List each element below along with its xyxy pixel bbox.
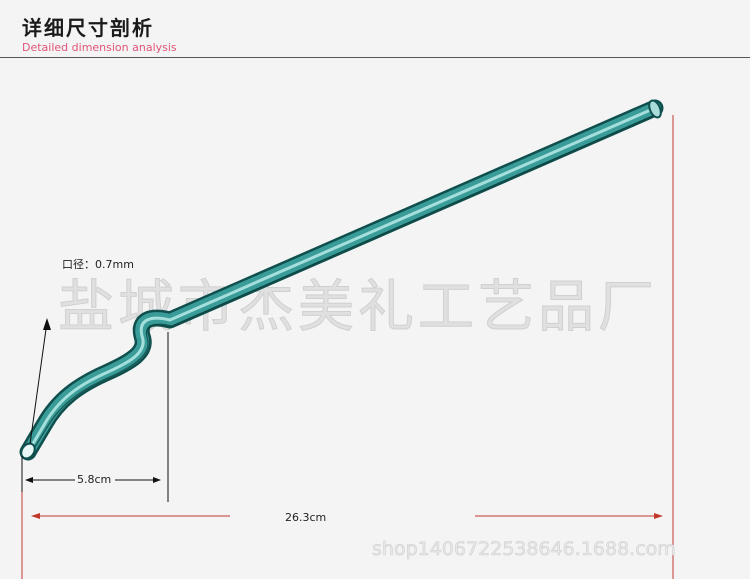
bore-diameter-label: 口径：0.7mm — [62, 258, 134, 271]
header-divider — [0, 57, 750, 58]
section-subtitle: Detailed dimension analysis — [22, 41, 177, 54]
bore-pointer-arrowhead — [43, 318, 51, 330]
short-length-label: 5.8cm — [77, 473, 112, 486]
short-arrow-right — [153, 477, 161, 483]
short-arrow-left — [25, 477, 33, 483]
straw-mouth-left — [20, 442, 36, 460]
total-length-label: 26.3cm — [285, 511, 327, 524]
total-arrow-left — [31, 513, 40, 519]
bore-pointer-line — [29, 321, 48, 445]
company-watermark: 盐城市杰美礼工艺品厂 — [58, 275, 658, 341]
total-arrow-right — [654, 513, 663, 519]
glass-straw — [19, 99, 664, 461]
shop-url-watermark: shop1406722538646.1688.com — [372, 538, 676, 561]
section-title: 详细尺寸剖析 — [22, 16, 154, 40]
straw-mouth-right — [648, 99, 662, 119]
